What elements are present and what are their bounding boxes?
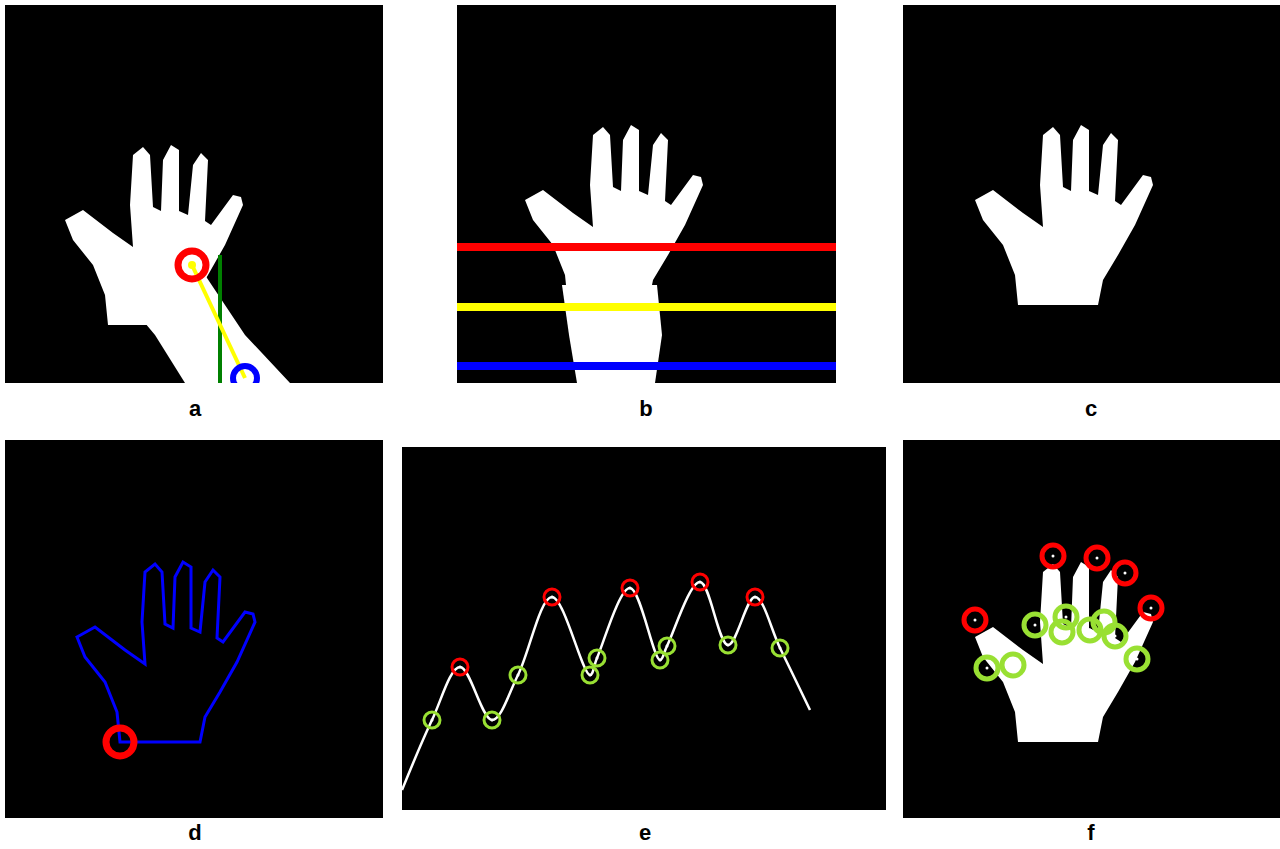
marker-ring: [1140, 597, 1162, 619]
panel-f: [903, 440, 1280, 818]
marker-dot: [629, 587, 632, 590]
wrist-point: [233, 366, 257, 383]
hand-silhouette: [65, 145, 243, 325]
panel-ground: [5, 440, 383, 818]
marker-ring: [1086, 547, 1108, 569]
panel-letter: e: [639, 822, 651, 844]
marker-dot: [459, 666, 462, 669]
marker-dot: [1012, 664, 1015, 667]
marker-ring: [964, 609, 986, 631]
marker-dot: [666, 645, 669, 648]
marker-dot: [596, 657, 599, 660]
distance-curve: [402, 582, 810, 790]
marker-dot: [1034, 624, 1037, 627]
marker-dot: [1096, 557, 1099, 560]
marker-dot: [1114, 635, 1117, 638]
marker-ring: [452, 659, 468, 675]
panel-ground: [457, 5, 836, 383]
marker-dot: [1124, 572, 1127, 575]
panel-letter: d: [188, 822, 201, 844]
marker-dot: [754, 596, 757, 599]
marker-ring: [1055, 606, 1077, 628]
marker-dot: [1052, 555, 1055, 558]
hand-silhouette: [525, 125, 703, 305]
marker-ring: [1104, 625, 1126, 647]
marker-dot: [491, 719, 494, 722]
marker-ring: [1114, 562, 1136, 584]
marker-ring: [692, 574, 708, 590]
marker-dot: [986, 667, 989, 670]
marker-dot: [659, 659, 662, 662]
palm-center: [178, 251, 206, 279]
panel-c: [903, 5, 1280, 383]
marker-ring: [976, 657, 998, 679]
marker-dot: [727, 644, 730, 647]
hand-contour: [77, 562, 255, 742]
panel-letter: a: [189, 398, 201, 420]
panel-ground: [903, 5, 1280, 383]
panel-d: [5, 440, 383, 818]
marker-ring: [589, 650, 605, 666]
scan-line: [457, 362, 836, 370]
scan-line: [457, 303, 836, 311]
marker-dot: [1103, 621, 1106, 624]
marker-ring: [582, 667, 598, 683]
hand-axis: [192, 265, 245, 378]
marker-ring: [424, 712, 440, 728]
marker-ring: [1024, 614, 1046, 636]
panel-b: [457, 5, 836, 383]
marker-ring: [772, 640, 788, 656]
marker-dot: [1089, 629, 1092, 632]
panel-letter: c: [1085, 398, 1097, 420]
panel-a: [5, 5, 383, 390]
marker-ring: [659, 638, 675, 654]
marker-ring: [1051, 621, 1073, 643]
marker-dot: [1136, 658, 1139, 661]
marker-ring: [720, 637, 736, 653]
marker-dot: [431, 719, 434, 722]
panel-letter: f: [1087, 822, 1094, 844]
marker-dot: [1065, 616, 1068, 619]
marker-dot: [1150, 607, 1153, 610]
marker-ring: [1042, 545, 1064, 567]
marker-ring: [510, 667, 526, 683]
hand-silhouette: [975, 562, 1153, 742]
marker-dot: [551, 596, 554, 599]
scan-line: [457, 243, 836, 251]
marker-dot: [589, 674, 592, 677]
panel-ground: [402, 447, 886, 810]
panel-ground: [903, 440, 1280, 818]
marker-dot: [974, 619, 977, 622]
contour-start: [106, 728, 134, 756]
marker-ring: [1002, 654, 1024, 676]
marker-ring: [1126, 648, 1148, 670]
marker-ring: [747, 589, 763, 605]
panel-letter: b: [639, 398, 652, 420]
marker-ring: [484, 712, 500, 728]
marker-dot: [779, 647, 782, 650]
marker-dot: [517, 674, 520, 677]
hand-silhouette: [975, 125, 1153, 305]
palm-center-dot: [188, 261, 196, 269]
panel-e: [402, 447, 886, 810]
marker-dot: [1061, 631, 1064, 634]
marker-dot: [699, 581, 702, 584]
marker-ring: [622, 580, 638, 596]
panel-ground: [5, 5, 383, 383]
marker-ring: [544, 589, 560, 605]
